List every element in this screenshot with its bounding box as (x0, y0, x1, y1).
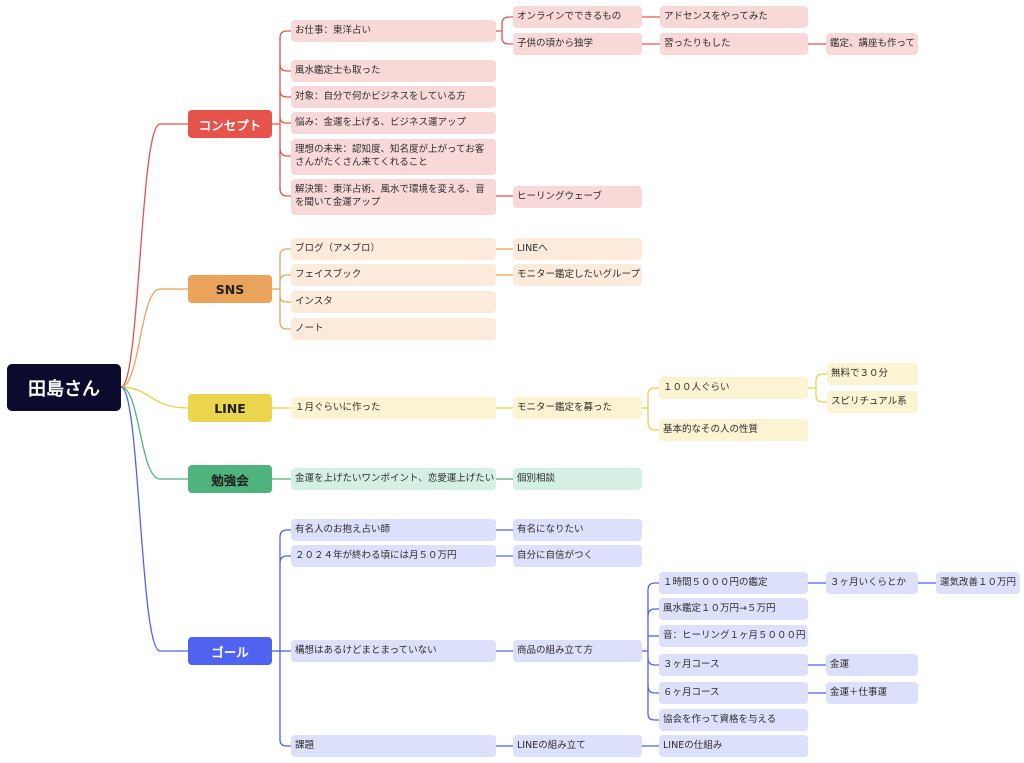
sns-note[interactable]: ノート (291, 318, 496, 340)
root-node[interactable]: 田島さん (7, 364, 121, 411)
sns-line-to[interactable]: LINEへ (513, 238, 642, 260)
concept-ideal[interactable]: 理想の未来：認知度、知名度が上がってお客さんがたくさん来てくれること (291, 139, 496, 175)
goal-kinun-work[interactable]: 金運＋仕事運 (826, 682, 918, 704)
connector (120, 386, 188, 480)
line-spiritual[interactable]: スピリチュアル系 (827, 391, 918, 413)
goal-product[interactable]: 商品の組み立て方 (513, 640, 642, 662)
goal-association[interactable]: 協会を作って資格を与える (659, 709, 808, 731)
concept-solution[interactable]: 解決策：東洋占術、風水で環境を変える、音を聞いて金運アップ (291, 179, 496, 215)
study-point[interactable]: 金運を上げたいワンポイント、恋愛運上げたい (291, 468, 496, 490)
goal-famous[interactable]: 有名人のお抱え占い師 (291, 519, 496, 541)
goal-improve[interactable]: 運気改善１０万円 (936, 572, 1020, 594)
line-monitor[interactable]: モニター鑑定を募った (513, 397, 642, 419)
line-nature[interactable]: 基本的なその人の性質 (659, 419, 808, 441)
concept-childhood[interactable]: 子供の頃から独学 (513, 33, 642, 55)
goal-issue[interactable]: 課題 (291, 735, 496, 757)
goal-fengshui-price[interactable]: 風水鑑定１０万円→５万円 (659, 598, 808, 620)
goal-become-famous[interactable]: 有名になりたい (513, 519, 642, 541)
connector (120, 288, 188, 388)
concept-adsense[interactable]: アドセンスをやってみた (660, 6, 808, 28)
goal-line-build[interactable]: LINEの組み立て (513, 735, 642, 757)
concept-target[interactable]: 対象：自分で何かビジネスをしている方 (291, 86, 496, 108)
concept-appraisal-courses[interactable]: 鑑定、講座も作って (826, 33, 918, 55)
branch-sns[interactable]: SNS (188, 275, 272, 303)
concept-work[interactable]: お仕事：東洋占い (291, 20, 496, 42)
connector (120, 386, 189, 409)
sns-blog[interactable]: ブログ（アメブロ） (291, 238, 496, 260)
goal-course6[interactable]: ６ヶ月コース (659, 682, 808, 704)
connector (120, 123, 188, 388)
branch-concept[interactable]: コンセプト (188, 110, 272, 138)
goal-line-mech[interactable]: LINEの仕組み (659, 735, 808, 757)
connector (120, 386, 188, 652)
line-free[interactable]: 無料で３０分 (827, 363, 918, 385)
goal-one-hour[interactable]: １時間５０００円の鑑定 (659, 572, 808, 594)
goal-sound[interactable]: 音：ヒーリング１ヶ月５０００円 (659, 625, 808, 647)
line-hundred[interactable]: １００人ぐらい (659, 377, 808, 399)
branch-line[interactable]: LINE (188, 394, 272, 422)
goal-three-months[interactable]: ３ヶ月いくらとか (826, 572, 918, 594)
goal-kinun[interactable]: 金運 (826, 654, 918, 676)
concept-fengshui-license[interactable]: 風水鑑定士も取った (291, 60, 496, 82)
concept-worry[interactable]: 悩み：金運を上げる、ビジネス運アップ (291, 112, 496, 134)
sns-facebook[interactable]: フェイスブック (291, 264, 496, 286)
sns-insta[interactable]: インスタ (291, 291, 496, 313)
goal-confidence[interactable]: 自分に自信がつく (513, 545, 642, 567)
line-made[interactable]: １月ぐらいに作った (291, 397, 496, 419)
sns-monitor-group[interactable]: モニター鑑定したいグループ (513, 264, 642, 286)
study-individual[interactable]: 個別相談 (513, 468, 642, 490)
goal-concept-unclear[interactable]: 構想はあるけどまとまっていない (291, 640, 496, 662)
branch-goal[interactable]: ゴール (188, 637, 272, 665)
concept-learned[interactable]: 習ったりもした (660, 33, 808, 55)
goal-course3[interactable]: ３ヶ月コース (659, 654, 808, 676)
branch-study[interactable]: 勉強会 (188, 465, 272, 493)
concept-healing[interactable]: ヒーリングウェーブ (513, 186, 642, 208)
goal-income[interactable]: ２０２４年が終わる頃には月５０万円 (291, 545, 496, 567)
concept-online[interactable]: オンラインでできるもの (513, 6, 642, 28)
